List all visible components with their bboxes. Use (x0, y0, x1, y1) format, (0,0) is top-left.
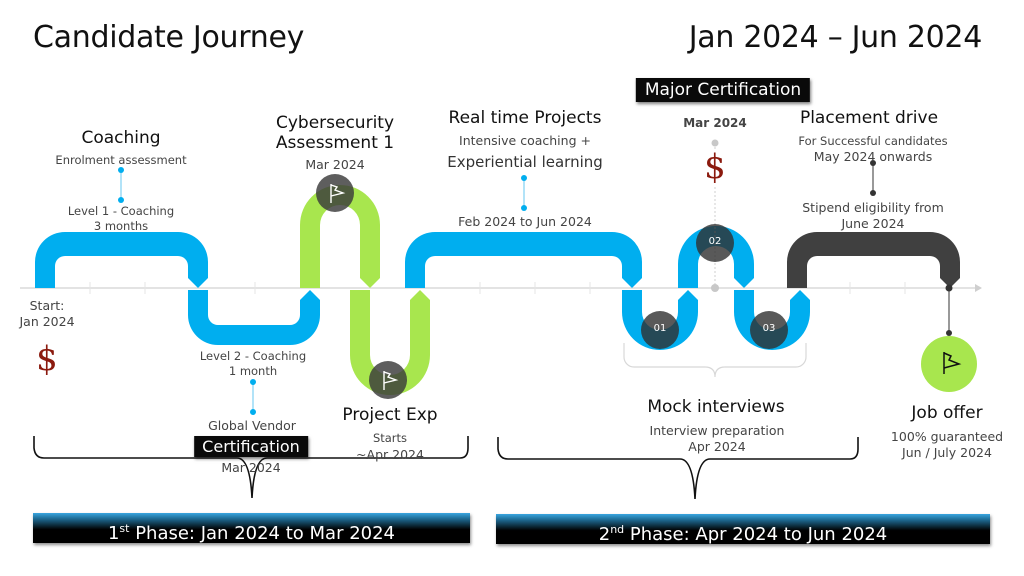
cyber-flag-node (316, 174, 354, 212)
realtime-dates: Feb 2024 to Jun 2024 (458, 214, 592, 229)
track-realtime (405, 232, 642, 288)
track-mock-01 (622, 290, 698, 350)
major-cert-date: Mar 2024 (683, 116, 747, 130)
job-offer-details: 100% guaranteed Jun / July 2024 (891, 429, 1003, 461)
track-project-exp (350, 290, 430, 395)
flag-icon (383, 371, 399, 390)
job-offer-title: Job offer (911, 403, 983, 423)
level2-label: Level 2 - Coaching 1 month (200, 349, 306, 379)
phase-1-label: Phase: Jan 2024 to Mar 2024 (129, 523, 396, 544)
stipend-line2: June 2024 (841, 216, 905, 231)
level2-line2: 1 month (228, 364, 278, 378)
phase-2-label: Phase: Apr 2024 to Jun 2024 (624, 524, 888, 545)
axis-arrow-icon (975, 284, 982, 292)
project-exp-line1: Starts (372, 431, 408, 445)
stipend-label: Stipend eligibility from June 2024 (802, 200, 944, 232)
placement-line1: For Successful candidates (798, 134, 948, 148)
major-cert-badge: Major Certification (635, 78, 811, 102)
level1-line2: 3 months (93, 219, 149, 233)
phase-1-suffix: st (119, 522, 130, 535)
connector-coaching (118, 167, 124, 203)
coaching-subtitle: Enrolment assessment (55, 153, 187, 167)
start-label: Start: Jan 2024 (19, 298, 74, 330)
job-offer-line1: 100% guaranteed (890, 429, 1004, 444)
mock-node-01 (641, 311, 679, 349)
phase-1-ordinal: 1 (107, 523, 120, 544)
mock-step-03: 03 (762, 323, 776, 334)
connector-vendor (250, 379, 256, 415)
start-label-line2: Jan 2024 (19, 314, 75, 329)
phase-2-suffix: nd (610, 523, 625, 536)
coaching-title: Coaching (81, 128, 161, 148)
track-level2 (188, 290, 320, 345)
mock-brace (623, 343, 807, 378)
axis-ticks (89, 282, 906, 294)
phase-2-banner: 2nd Phase: Apr 2024 to Jun 2024 (496, 514, 990, 545)
phase1-brace (33, 436, 469, 499)
cyber-date: Mar 2024 (305, 157, 365, 172)
connector-placement (870, 160, 876, 196)
vendor-cert-badge: Certification (194, 436, 308, 457)
level1-line1: Level 1 - Coaching (67, 204, 175, 218)
mock-title: Mock interviews (647, 397, 785, 417)
realtime-line2: Experiential learning (447, 153, 603, 171)
dollar-icon: $ (704, 147, 726, 187)
flag-icon (943, 352, 962, 374)
phase-1-banner: 1st Phase: Jan 2024 to Mar 2024 (33, 513, 470, 544)
cyber-title-line2: Assessment 1 (275, 133, 395, 153)
project-exp-title: Project Exp (342, 405, 438, 425)
start-label-line1: Start: (29, 298, 65, 313)
connector-job-offer (945, 284, 953, 336)
level1-label: Level 1 - Coaching 3 months (68, 204, 174, 234)
mock-node-02 (696, 224, 734, 262)
phase2-brace (497, 437, 859, 500)
mock-node-03 (750, 311, 788, 349)
date-range: Jan 2024 – Jun 2024 (688, 20, 983, 55)
mock-step-02: 02 (708, 236, 722, 247)
placement-title: Placement drive (799, 108, 939, 128)
mock-line2-text: Apr 2024 (688, 439, 746, 454)
page-title: Candidate Journey (33, 20, 305, 55)
placement-line2: May 2024 onwards (813, 149, 933, 164)
job-offer-node (921, 336, 977, 392)
mock-line1-text: Interview preparation (649, 423, 785, 438)
flag-icon (330, 184, 346, 203)
track-level1 (35, 232, 208, 288)
realtime-title: Real time Projects (448, 108, 602, 128)
job-offer-line2: Jun / July 2024 (902, 445, 992, 460)
stipend-line1: Stipend eligibility from (802, 200, 944, 215)
cyber-title: Cybersecurity Assessment 1 (276, 113, 394, 153)
mock-step-01: 01 (653, 323, 667, 334)
realtime-line1: Intensive coaching + (459, 133, 591, 148)
dollar-icon: $ (36, 339, 58, 379)
phase-2-ordinal: 2 (598, 524, 611, 545)
cyber-title-line1: Cybersecurity (275, 113, 395, 133)
mock-line1: Interview preparation Apr 2024 (650, 423, 785, 455)
project-flag-node (369, 361, 407, 399)
vendor-cert-date: Mar 2024 (221, 460, 281, 475)
track-placement (787, 232, 960, 288)
connector-realtime (521, 175, 527, 211)
track-cyber (300, 185, 380, 288)
project-exp-line2: ~Apr 2024 (356, 447, 424, 462)
vendor-cert-line1: Global Vendor (208, 418, 296, 433)
level2-line1: Level 2 - Coaching (199, 349, 307, 363)
